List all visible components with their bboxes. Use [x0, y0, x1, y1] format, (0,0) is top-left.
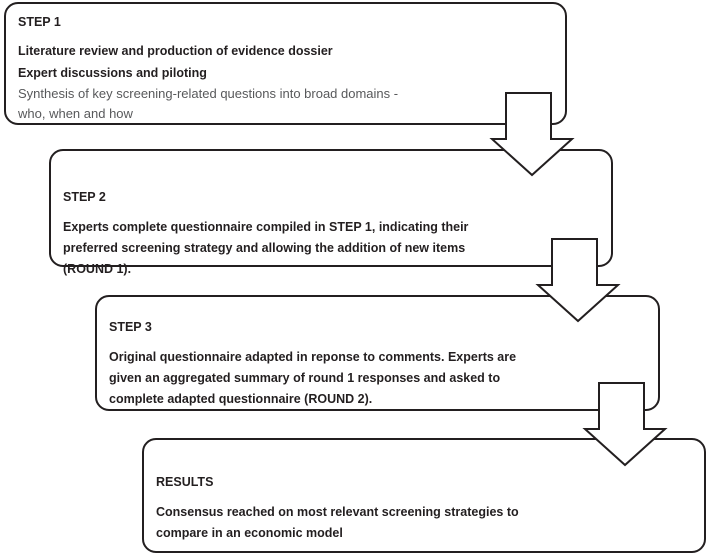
stage-heading-step-3: STEP 3 — [109, 320, 152, 334]
stage-box-step-2: STEP 2 Experts complete questionnaire co… — [49, 149, 613, 276]
stage-line-step-3-1: Original questionnaire adapted in repons… — [109, 350, 517, 364]
stage-line-step-3-2: given an aggregated summary of round 1 r… — [109, 371, 501, 385]
stage-box-step-3: STEP 3 Original questionnaire adapted in… — [95, 295, 660, 411]
down-arrow-icon-step3-to-results — [582, 382, 668, 467]
stage-box-results: RESULTS Consensus reached on most releva… — [142, 438, 706, 553]
down-arrow-shape — [535, 238, 621, 323]
stage-line-results-1: Consensus reached on most relevant scree… — [156, 505, 519, 519]
stage-note-step-1-line-1: Synthesis of key screening-related quest… — [18, 86, 399, 101]
stage-text-results: RESULTS Consensus reached on most releva… — [156, 472, 636, 544]
stage-line-step-2-1: Experts complete questionnaire compiled … — [63, 220, 469, 234]
down-arrow-shape — [582, 382, 668, 467]
stage-text-step-1: STEP 1 Literature review and production … — [18, 11, 488, 124]
spacer — [109, 338, 599, 347]
down-arrow-icon-step2-to-step3 — [535, 238, 621, 323]
stage-heading-step-2: STEP 2 — [63, 190, 106, 204]
stage-line-step-3-3: complete adapted questionnaire (ROUND 2)… — [109, 392, 373, 406]
stage-line-step-1-1: Literature review and production of evid… — [18, 44, 333, 58]
stage-line-results-2: compare in an economic model — [156, 526, 343, 540]
stage-line-step-2-2: preferred screening strategy and allowin… — [63, 241, 466, 255]
spacer — [63, 208, 543, 217]
stage-heading-results: RESULTS — [156, 475, 214, 489]
stage-box-step-1: STEP 1 Literature review and production … — [4, 2, 567, 125]
stage-text-step-3: STEP 3 Original questionnaire adapted in… — [109, 317, 599, 410]
stage-line-step-1-2: Expert discussions and piloting — [18, 66, 207, 80]
down-arrow-shape — [489, 92, 575, 177]
stage-note-step-1-line-2: who, when and how — [18, 106, 133, 121]
stage-text-step-2: STEP 2 Experts complete questionnaire co… — [63, 187, 543, 280]
spacer — [18, 33, 488, 40]
down-arrow-icon-step1-to-step2 — [489, 92, 575, 177]
stage-line-step-2-3: (ROUND 1). — [63, 262, 132, 276]
stage-heading-step-1: STEP 1 — [18, 15, 61, 29]
spacer — [156, 493, 636, 502]
